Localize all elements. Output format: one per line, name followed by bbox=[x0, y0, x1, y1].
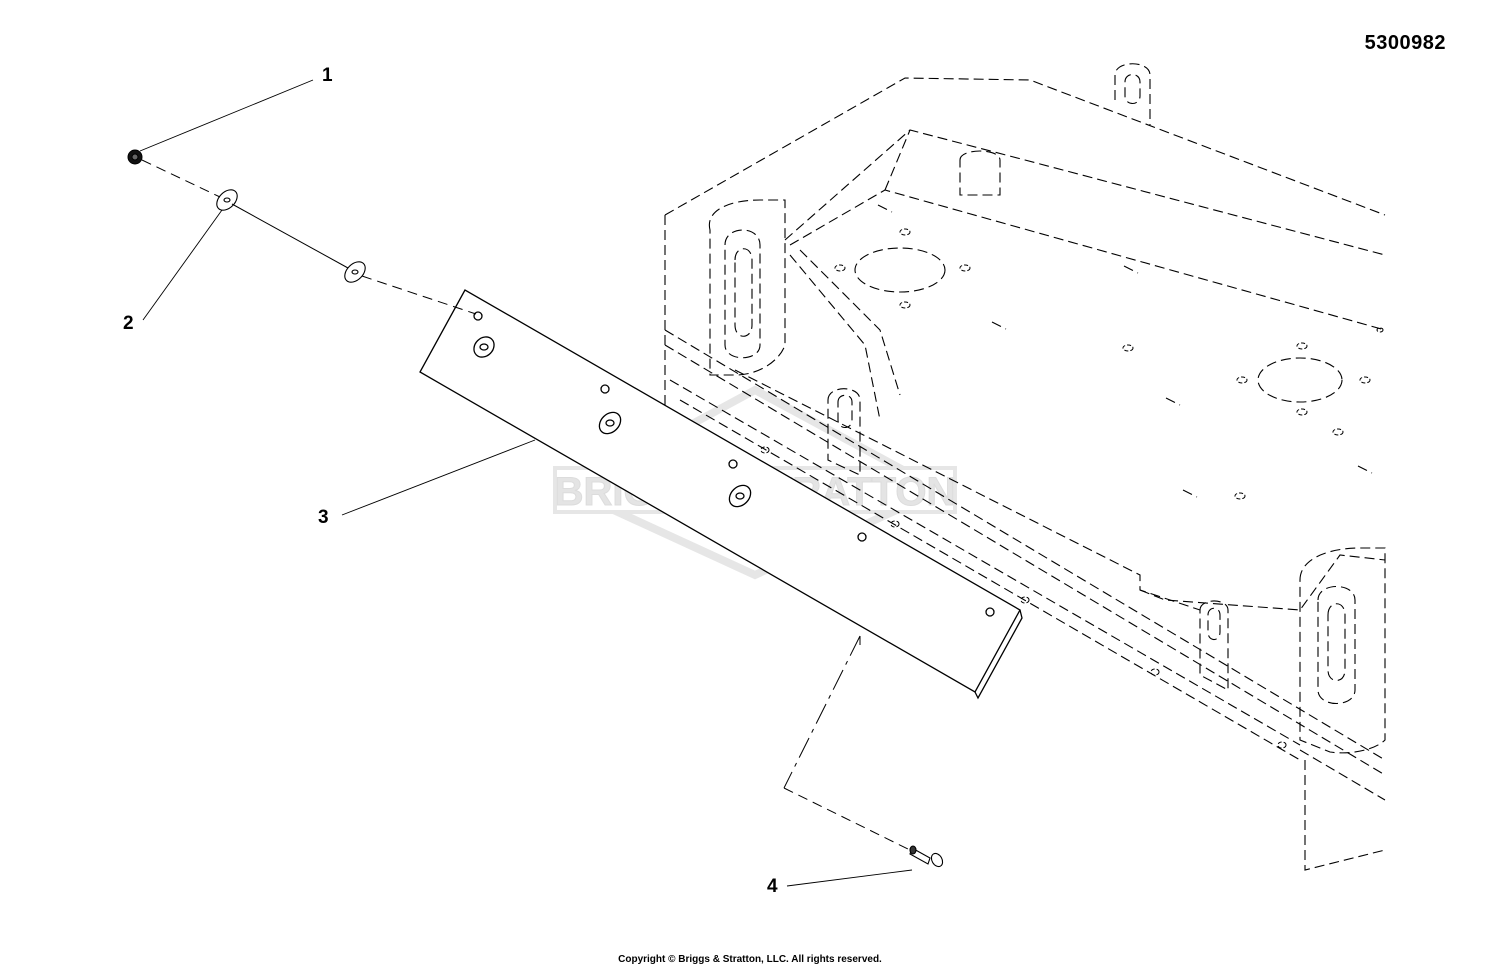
deck-holes bbox=[760, 228, 1384, 749]
part-2-washers bbox=[216, 189, 366, 283]
part-1-locknut bbox=[127, 149, 143, 165]
mower-deck-reference bbox=[664, 63, 1386, 871]
callout-3: 3 bbox=[318, 507, 329, 528]
part-3-plate bbox=[419, 289, 1023, 700]
part-4-bolt bbox=[909, 845, 944, 868]
callout-1: 1 bbox=[322, 65, 333, 86]
callout-4: 4 bbox=[767, 876, 778, 897]
callout-2: 2 bbox=[123, 313, 134, 334]
copyright-notice: Copyright © Briggs & Stratton, LLC. All … bbox=[618, 954, 882, 965]
part-number-label: 5300982 bbox=[1364, 32, 1446, 54]
assembly-centerlines bbox=[141, 159, 911, 851]
leader-lines bbox=[139, 79, 913, 887]
